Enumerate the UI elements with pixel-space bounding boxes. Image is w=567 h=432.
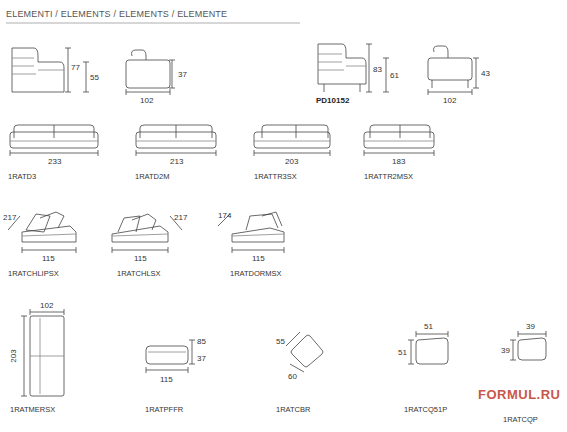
code-label: 1RATCBR: [276, 406, 310, 414]
dimension-label: 217: [174, 214, 187, 222]
dimension-label: 85: [197, 338, 206, 346]
dimension-label: 115: [42, 255, 55, 263]
code-label: 1RATCHLIPSX: [8, 270, 59, 278]
code-label: 1RATCHLSX: [117, 270, 161, 278]
dimension-label: 55: [90, 74, 99, 82]
code-label: PD10152: [316, 97, 349, 105]
dimension-label: 115: [134, 255, 147, 263]
code-label: 1RATD2M: [135, 173, 169, 181]
dimension-label: 233: [48, 158, 61, 166]
code-label: 1RATPFFR: [145, 406, 183, 414]
dimension-label: 77: [71, 64, 80, 72]
dimension-label: 115: [252, 255, 265, 263]
dimension-label: 61: [390, 72, 399, 80]
dimension-label: 37: [178, 71, 187, 79]
dimension-label: 102: [443, 97, 456, 105]
dimension-label: 43: [481, 70, 490, 78]
dimension-label: 51: [424, 323, 433, 331]
dimension-label: 37: [197, 355, 206, 363]
code-label: 1RATTR2MSX: [364, 173, 413, 181]
dimension-label: 60: [288, 373, 297, 381]
dimension-label: 213: [170, 158, 183, 166]
dimension-label: 102: [140, 97, 153, 105]
dimension-label: 203: [285, 158, 298, 166]
code-label: 1RATDORMSX: [230, 270, 282, 278]
dimension-label: 39: [526, 323, 535, 331]
dimension-label: 203: [10, 349, 18, 362]
code-label: 1RATCQ51P: [404, 406, 447, 414]
code-label: 1RATTR3SX: [254, 173, 297, 181]
dimension-label: 55: [276, 338, 285, 346]
dimension-label: 217: [3, 214, 16, 222]
dimension-label: 83: [373, 66, 382, 74]
dimension-label: 115: [160, 376, 173, 384]
heading: ELEMENTI / ELEMENTS / ELEMENTS / ELEMENT…: [6, 10, 227, 19]
dimension-label: 102: [40, 302, 53, 310]
code-label: 1RATD3: [8, 173, 36, 181]
code-label: 1RATMERSX: [10, 406, 55, 414]
watermark: FORMUL.RU: [478, 388, 561, 401]
code-label: 1RATCQP: [503, 416, 538, 424]
dimension-label: 174: [218, 212, 231, 220]
dimension-label: 51: [398, 349, 407, 357]
dimension-label: 39: [501, 347, 510, 355]
dimension-label: 183: [392, 158, 405, 166]
